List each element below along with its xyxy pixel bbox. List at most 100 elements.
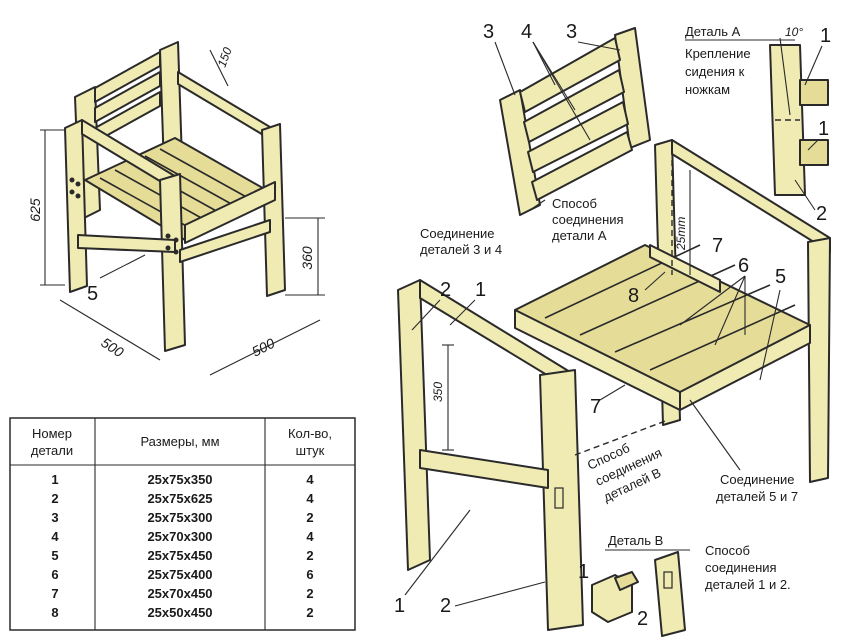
svg-text:25x75x350: 25x75x350 [147,472,212,487]
label-5-left: 5 [87,283,98,305]
detail-a-desc-1: Крепление [685,46,751,61]
table-row: 2 25x75x625 4 [51,491,314,506]
front-bottom-rail [179,219,271,263]
label-6: 6 [738,255,749,277]
back-slat-1 [94,51,161,103]
assembled-chair: 625 150 360 500 500 5 [27,41,325,376]
label-1-a-top: 1 [820,25,831,47]
detail-a-title: Деталь А [685,24,741,39]
angle-10: 10° [785,25,803,39]
label-2-bottom: 2 [440,595,451,617]
back-slat-d [531,131,633,201]
dim-625: 625 [27,198,43,222]
svg-text:2: 2 [51,491,58,506]
dim-360: 360 [299,246,315,270]
detail-a-tenon-1 [799,79,829,106]
label-5-seat: 5 [775,266,786,288]
back-slat-c [527,101,629,173]
dim-500-depth: 500 [249,335,277,360]
method-a-line1: Способ [552,196,597,211]
table-row: 4 25x70x300 4 [51,529,314,544]
join-3-4-line2: деталей 3 и 4 [420,242,502,257]
svg-text:4: 4 [306,529,314,544]
label-2-frame: 2 [440,279,451,301]
exploded-backrest: 3 4 3 Способ соединения детали А Соедине… [420,21,651,257]
label-2-detail-b: 2 [637,608,648,630]
front-leg [159,173,186,352]
header-part-number-1: Номер [32,426,72,441]
svg-text:6: 6 [51,567,58,582]
svg-text:2: 2 [306,548,313,563]
join-3-4-line1: Соединение [420,226,495,241]
svg-text:8: 8 [51,605,58,620]
seat-cleat-8 [649,244,721,293]
header-quantity-2: штук [296,443,325,458]
method-1-2-line2: соединения [705,560,777,575]
label-4: 4 [521,21,532,43]
frame-bottom-rail [419,449,549,489]
method-1-2-line3: деталей 1 и 2. [705,577,791,592]
dim-150: 150 [215,45,235,69]
svg-text:3: 3 [51,510,58,525]
svg-text:25x50x450: 25x50x450 [147,605,212,620]
label-7-top: 7 [712,235,723,257]
svg-text:1: 1 [51,472,58,487]
label-1-frame: 1 [475,279,486,301]
parts-table: Номер детали Размеры, мм Кол-во, штук 1 … [9,417,356,631]
label-2-a: 2 [816,203,827,225]
join-5-7-line1: Соединение [720,472,795,487]
front-left-post [64,119,88,293]
back-post-left [499,89,541,216]
label-3-right: 3 [566,21,577,43]
svg-text:5: 5 [51,548,58,563]
svg-text:25x75x450: 25x75x450 [147,548,212,563]
label-7-bottom: 7 [590,396,601,418]
frame-rear-post [397,279,431,571]
detail-a-desc-3: ножкам [685,82,730,97]
seat-front-rail [184,181,276,244]
join-5-7-line2: деталей 5 и 7 [716,489,798,504]
svg-text:25x75x300: 25x75x300 [147,510,212,525]
header-quantity-1: Кол-во, [288,426,332,441]
table-row: 6 25x75x400 6 [51,567,313,582]
dim-350: 350 [431,382,445,402]
detail-a-tenon-2 [799,139,829,166]
detail-a-desc-2: сидения к [685,64,745,79]
dim-25mm: 25mm [674,217,688,251]
svg-text:25x75x625: 25x75x625 [147,491,212,506]
svg-text:2: 2 [306,510,313,525]
exploded-seat: 25mm 7 6 5 8 7 Соединение деталей 5 и 7 [514,139,831,504]
label-3-left: 3 [483,21,494,43]
table-row: 1 25x75x350 4 [51,472,314,487]
svg-text:4: 4 [51,529,59,544]
header-part-number-2: детали [31,443,73,458]
table-row: 8 25x50x450 2 [51,605,313,620]
label-8: 8 [628,285,639,307]
header-dimensions: Размеры, мм [140,434,219,449]
left-bottom-rail [77,234,176,253]
svg-text:4: 4 [306,472,314,487]
svg-text:25x70x450: 25x70x450 [147,586,212,601]
table-row: 3 25x75x300 2 [51,510,313,525]
label-1-a-mid: 1 [818,118,829,140]
back-slat-2 [94,71,161,123]
back-slat-a [519,37,621,113]
back-slat-b [523,69,625,143]
method-1-2-line1: Способ [705,543,750,558]
detail-a: Деталь А Крепление сидения к ножкам 10° … [685,24,831,225]
svg-text:7: 7 [51,586,58,601]
detail-b-mortise-post [654,551,686,637]
svg-text:6: 6 [306,567,313,582]
method-a-line2: соединения [552,212,624,227]
svg-text:25x70x300: 25x70x300 [147,529,212,544]
method-a-line3: детали А [552,228,607,243]
table-row: 7 25x70x450 2 [51,586,313,601]
frame-front-leg [539,369,584,631]
detail-b-title: Деталь В [608,533,663,548]
detail-b-tenon [614,571,639,591]
detail-b: Деталь В Способ соединения деталей 1 и 2… [578,533,791,637]
svg-text:25x75x400: 25x75x400 [147,567,212,582]
label-1-detail-b: 1 [578,561,589,583]
